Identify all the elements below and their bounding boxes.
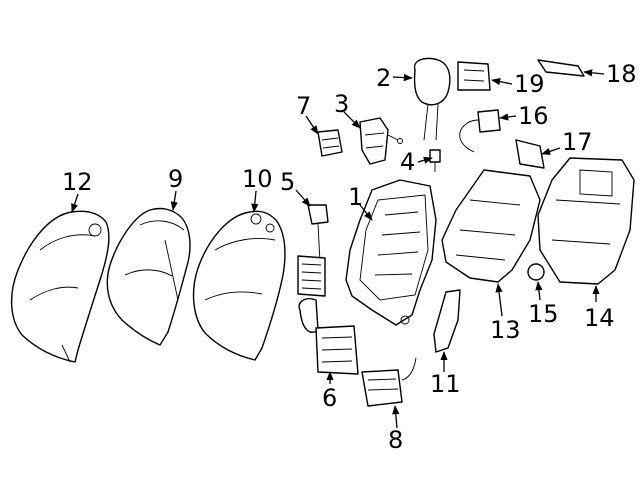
callout-8: 8 [388, 426, 403, 454]
callout-5: 5 [280, 168, 295, 196]
callout-19: 19 [514, 70, 545, 98]
callout-2: 2 [376, 64, 391, 92]
callout-labels: 12 9 10 5 1 2 3 4 7 19 18 16 17 13 14 15… [62, 60, 637, 454]
leader-lines [71, 69, 605, 429]
part-2-headrest [413, 57, 451, 141]
part-17-handle [515, 139, 545, 169]
part-8-control-module [361, 357, 417, 407]
callout-18: 18 [606, 60, 637, 88]
part-14-rear-cover [537, 157, 635, 285]
part-10-seat-cover [192, 210, 286, 361]
part-3-valve-assembly [359, 117, 403, 165]
callout-1: 1 [348, 183, 363, 211]
callout-9: 9 [168, 165, 183, 193]
part-12-seat-cover [10, 210, 110, 363]
part-9-foam-pad [106, 207, 191, 346]
part-4-clip [429, 149, 441, 172]
callout-12: 12 [62, 168, 93, 196]
callout-13: 13 [490, 316, 521, 344]
callout-3: 3 [334, 90, 349, 118]
callout-11: 11 [430, 370, 461, 398]
part-5-switch [297, 204, 329, 297]
callout-7: 7 [296, 92, 311, 120]
callout-4: 4 [400, 148, 415, 176]
part-6-lumbar [298, 298, 359, 375]
callout-17: 17 [562, 128, 593, 156]
part-11-side-trim [433, 289, 461, 353]
part-18-trim-strip [537, 59, 585, 77]
part-13-rear-panel [441, 169, 541, 283]
callout-6: 6 [322, 384, 337, 412]
callout-16: 16 [518, 102, 549, 130]
part-15-plug [527, 263, 545, 281]
part-16-connector [459, 109, 501, 153]
part-7-module [317, 129, 343, 157]
callout-10: 10 [242, 165, 273, 193]
callout-15: 15 [528, 300, 559, 328]
part-19-switch-pad [457, 61, 491, 91]
callout-14: 14 [584, 304, 615, 332]
